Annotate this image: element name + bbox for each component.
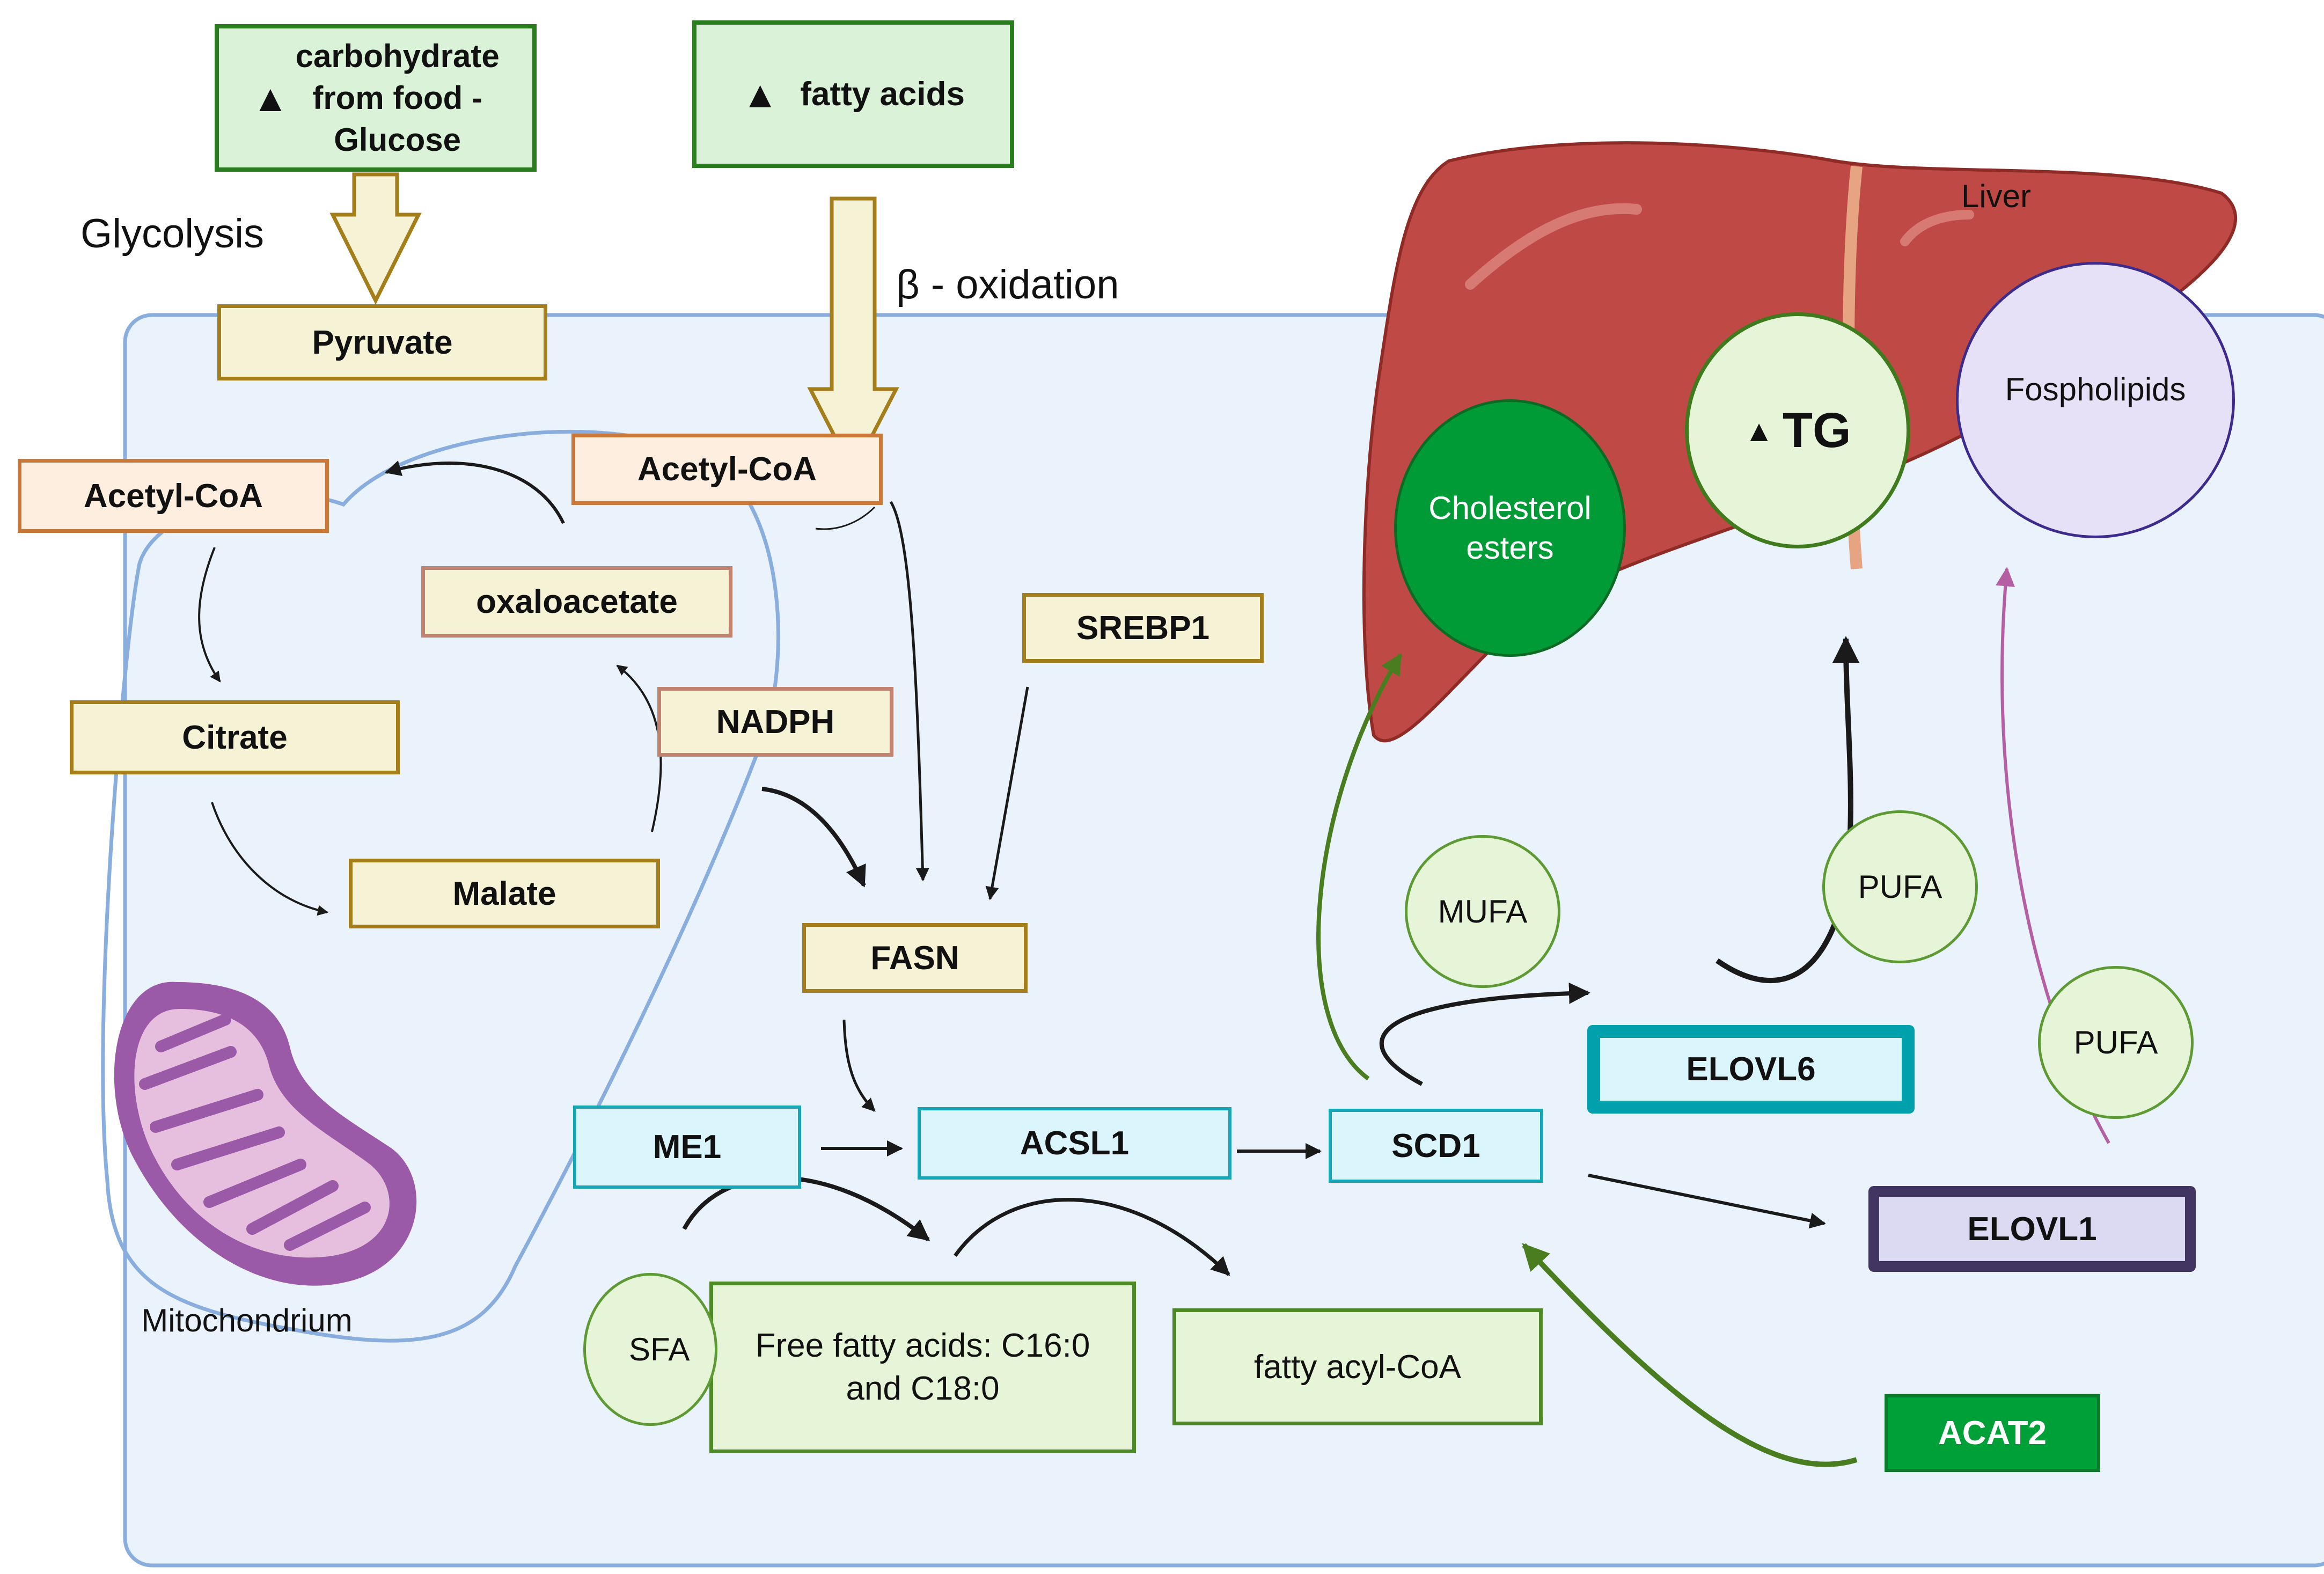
sfa-circle: SFA xyxy=(583,1273,717,1426)
arrow-to-cholesterol-esters xyxy=(1316,653,1403,1081)
arrow-citrate-to-malate xyxy=(211,802,328,916)
mitochondrium-label: Mitochondrium xyxy=(141,1302,353,1338)
srebp1-box: SREBP1 xyxy=(1022,593,1264,663)
nadph-box: NADPH xyxy=(657,687,893,757)
arrow-nadph-to-fasn xyxy=(761,787,866,888)
me1-box: ME1 xyxy=(573,1106,801,1189)
connector-acetylcoa xyxy=(815,506,876,530)
increase-arrow-icon: ▲ xyxy=(252,77,289,119)
cholesterol-esters-label: Cholesterol esters xyxy=(1428,490,1592,566)
arrow-srebp1-to-fasn xyxy=(985,686,1029,901)
scd1-box: SCD1 xyxy=(1329,1109,1543,1183)
tg-label: TG xyxy=(1782,402,1851,458)
oxaloacetate-box: oxaloacetate xyxy=(421,566,732,638)
cholesterol-esters-circle: Cholesterol esters xyxy=(1394,399,1626,657)
fasn-box: FASN xyxy=(802,923,1028,993)
acetyl-coa-cyto-box: Acetyl-CoA xyxy=(571,434,883,505)
citrate-box: Citrate xyxy=(70,700,400,774)
glycolysis-arrow xyxy=(329,172,422,305)
mufa-circle: MUFA xyxy=(1405,835,1560,988)
carbohydrate-text: carbohydrate from food - Glucose xyxy=(295,38,500,158)
acsl1-box: ACSL1 xyxy=(918,1107,1231,1180)
arrow-ffa-to-fatty-acyl-coa xyxy=(954,1198,1230,1276)
arrow-acetylcoa-to-citrate xyxy=(198,547,221,683)
pufa-circle-1: PUFA xyxy=(1822,810,1978,963)
increase-arrow-icon: ▲ xyxy=(742,73,779,115)
acat2-box: ACAT2 xyxy=(1885,1394,2100,1472)
fatty-acids-text: fatty acids xyxy=(800,76,965,113)
arrow-acetylcoa-to-acetylcoa xyxy=(385,460,565,524)
fatty-acyl-coa-box: fatty acyl-CoA xyxy=(1172,1308,1543,1425)
malate-box: Malate xyxy=(349,859,660,928)
tg-circle: ▲ TG xyxy=(1685,312,1910,548)
carbohydrate-input-box: ▲ carbohydrate from food - Glucose xyxy=(215,24,537,172)
arrow-acat2-to-scd1 xyxy=(1522,1243,1858,1467)
elovl6-box: ELOVL6 xyxy=(1587,1025,1915,1114)
elovl1-box: ELOVL1 xyxy=(1868,1186,2196,1272)
pufa-circle-2: PUFA xyxy=(2038,966,2194,1119)
liver-label: Liver xyxy=(1961,178,2032,214)
increase-arrow-icon: ▲ xyxy=(1744,413,1774,448)
arrow-mufa-to-elovl6 xyxy=(1379,982,1590,1086)
arrow-fasn-to-acsl1 xyxy=(842,1019,876,1112)
glycolysis-label: Glycolysis xyxy=(80,210,265,257)
fospholipids-circle: Fospholipids xyxy=(1956,262,2235,538)
beta-oxidation-arrow xyxy=(807,196,899,477)
acetyl-coa-mito-box: Acetyl-CoA xyxy=(18,459,329,533)
fatty-acids-input-box: ▲ fatty acids xyxy=(692,20,1014,168)
arrow-acetylcoa-to-fasn xyxy=(889,501,929,882)
mitochondrion-icon xyxy=(114,982,417,1286)
beta-oxidation-label: β - oxidation xyxy=(896,261,1119,308)
free-fatty-acids-box: Free fatty acids: C16:0 and C18:0 xyxy=(709,1282,1136,1453)
arrow-scd1-to-elovl1 xyxy=(1588,1174,1826,1229)
pyruvate-box: Pyruvate xyxy=(217,304,547,380)
fospholipids-label: Fospholipids xyxy=(2005,371,2186,407)
